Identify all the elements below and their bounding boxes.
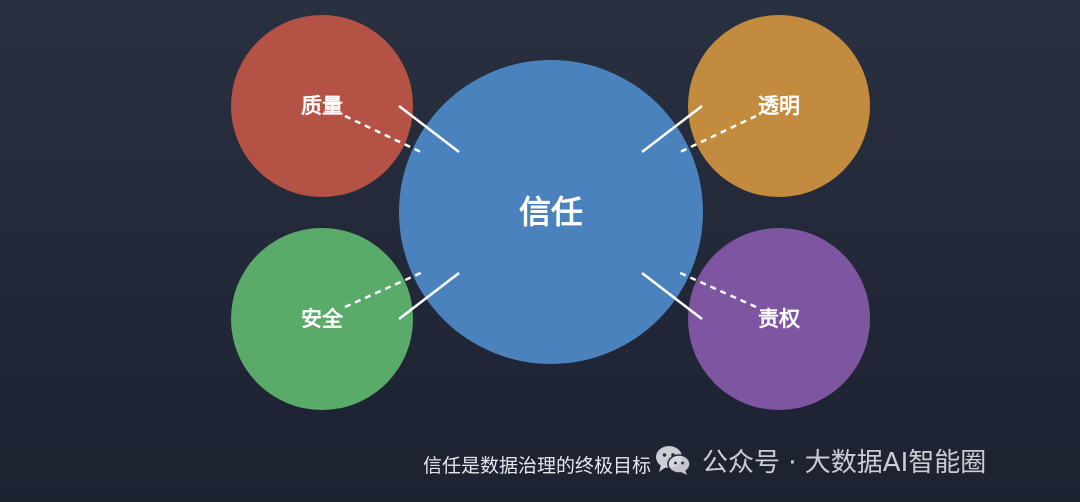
trust-center-circle [399, 60, 703, 364]
diagram-caption: 信任是数据治理的终极目标 [423, 455, 652, 477]
quality-circle [231, 15, 413, 197]
watermark: 公众号 · 大数据AI智能圈 [654, 440, 986, 480]
security-label: 安全 [301, 307, 344, 331]
transparency-dashed-connector [677, 114, 757, 155]
quality-solid-connector [398, 105, 460, 153]
accountability-dashed-connector [677, 270, 757, 309]
quality-dashed-connector [344, 114, 424, 155]
security-dashed-connector [344, 270, 424, 309]
transparency-circle [688, 15, 870, 197]
accountability-circle [688, 228, 870, 410]
quality-label: 质量 [301, 94, 343, 118]
accountability-label: 责权 [758, 307, 800, 331]
security-solid-connector [398, 272, 460, 320]
trust-center-label: 信任 [519, 193, 583, 231]
wechat-icon [656, 446, 691, 475]
transparency-solid-connector [641, 105, 703, 153]
security-circle [231, 228, 413, 410]
accountability-solid-connector [641, 272, 703, 320]
transparency-label: 透明 [758, 94, 800, 118]
watermark-text: 公众号 · 大数据AI智能圈 [702, 447, 987, 478]
